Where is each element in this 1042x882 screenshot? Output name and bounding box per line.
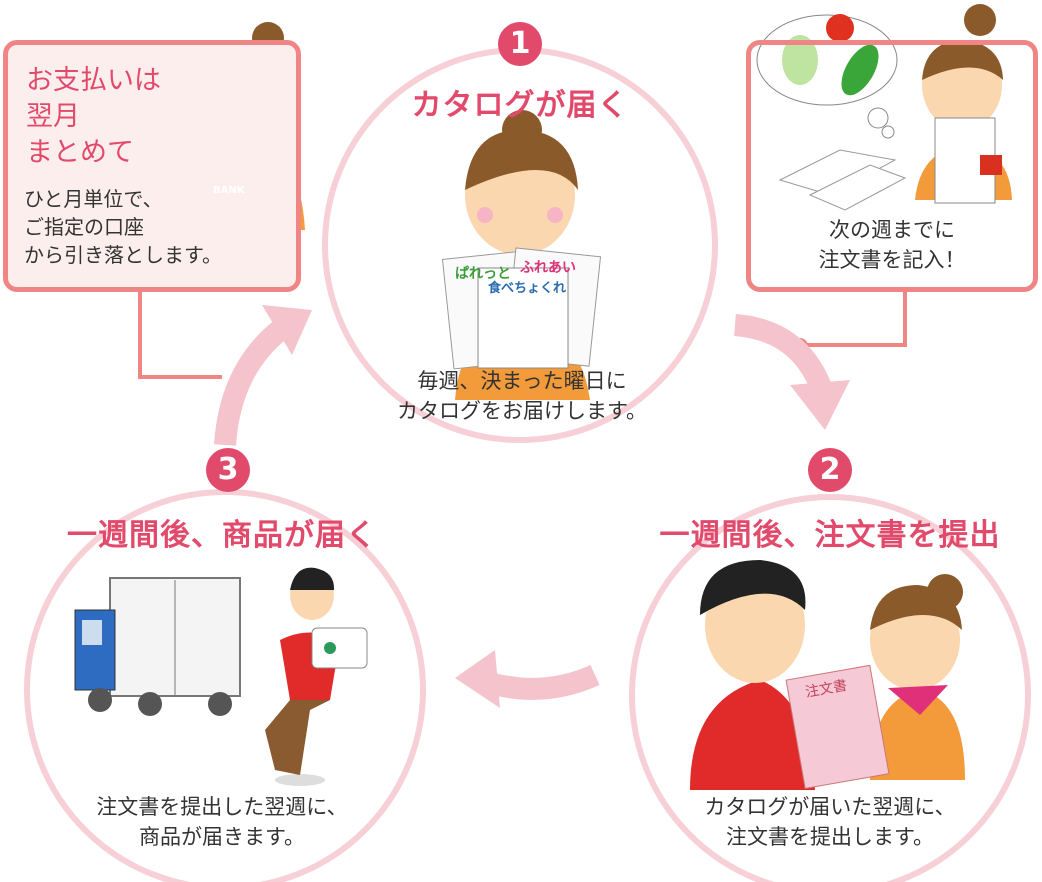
- step1-title: カタログが届く: [411, 88, 629, 123]
- payment-heading-line: 翌月: [26, 101, 80, 132]
- payment-info-box: お支払いは 翌月 まとめて ひと月単位で、 ご指定の口座 から引き落とします。 …: [3, 40, 301, 292]
- woman-filling-order-illustration: [756, 4, 1012, 211]
- step3-description: 注文書を提出した翌週に、 商品が届きます。: [96, 792, 347, 852]
- step2-number-badge: 2: [808, 448, 852, 492]
- step1-desc-line: 毎週、決まった曜日に: [417, 369, 627, 393]
- step1-desc-line: カタログをお届けします。: [397, 399, 647, 423]
- payment-heading: お支払いは 翌月 まとめて: [26, 63, 161, 171]
- payment-text-line: ひと月単位で、: [24, 187, 163, 211]
- step2-description: カタログが届いた翌週に、 注文書を提出します。: [704, 792, 955, 852]
- step3-desc-line: 商品が届きます。: [139, 825, 305, 849]
- catalog-label-tabechokure: 食べちょくれ: [488, 280, 566, 296]
- arrow-step2-to-step3: [455, 650, 600, 708]
- step2-desc-line: カタログが届いた翌週に、: [704, 795, 956, 819]
- order-text-line: 注文書を記入！: [818, 248, 966, 272]
- bank-label: BANK: [213, 185, 245, 196]
- catalog-label-palette: ぱれっと: [455, 265, 511, 282]
- step1-description: 毎週、決まった曜日に カタログをお届けします。: [397, 366, 647, 426]
- arrow-step1-to-step2: [733, 314, 850, 430]
- payment-heading-line: お支払いは: [26, 65, 161, 96]
- order-form-label: 注文書: [804, 678, 848, 701]
- step3-circle: [24, 489, 426, 882]
- step1-number-badge: 1: [498, 22, 542, 66]
- delivery-truck-illustration: [74, 567, 368, 786]
- step3-number-badge: 3: [206, 448, 250, 492]
- arrow-step3-to-step1: [214, 305, 312, 446]
- payment-text-line: から引き落とします。: [24, 243, 222, 267]
- step3-desc-line: 注文書を提出した翌週に、: [96, 795, 348, 819]
- step3-title: 一週間後、商品が届く: [67, 518, 377, 553]
- payment-heading-line: まとめて: [26, 137, 134, 168]
- payment-text-line: ご指定の口座: [24, 215, 144, 239]
- step2-title: 一週間後、注文書を提出: [659, 518, 1001, 553]
- handing-order-form-illustration: 注文書: [690, 560, 965, 790]
- order-text-line: 次の週までに: [829, 218, 955, 242]
- order-text: 次の週までに 注文書を記入！: [751, 215, 1033, 275]
- order-connector: [800, 290, 907, 347]
- payment-connector: [138, 290, 222, 379]
- woman-with-catalog-illustration: ぱれっと ふれあい 食べちょくれ: [441, 110, 602, 400]
- payment-text: ひと月単位で、 ご指定の口座 から引き落とします。: [24, 185, 222, 269]
- catalog-label-fureai: ふれあい: [520, 260, 576, 276]
- step2-circle: [629, 494, 1031, 882]
- order-info-box: 次の週までに 注文書を記入！: [746, 40, 1038, 292]
- step2-desc-line: 注文書を提出します。: [726, 825, 934, 849]
